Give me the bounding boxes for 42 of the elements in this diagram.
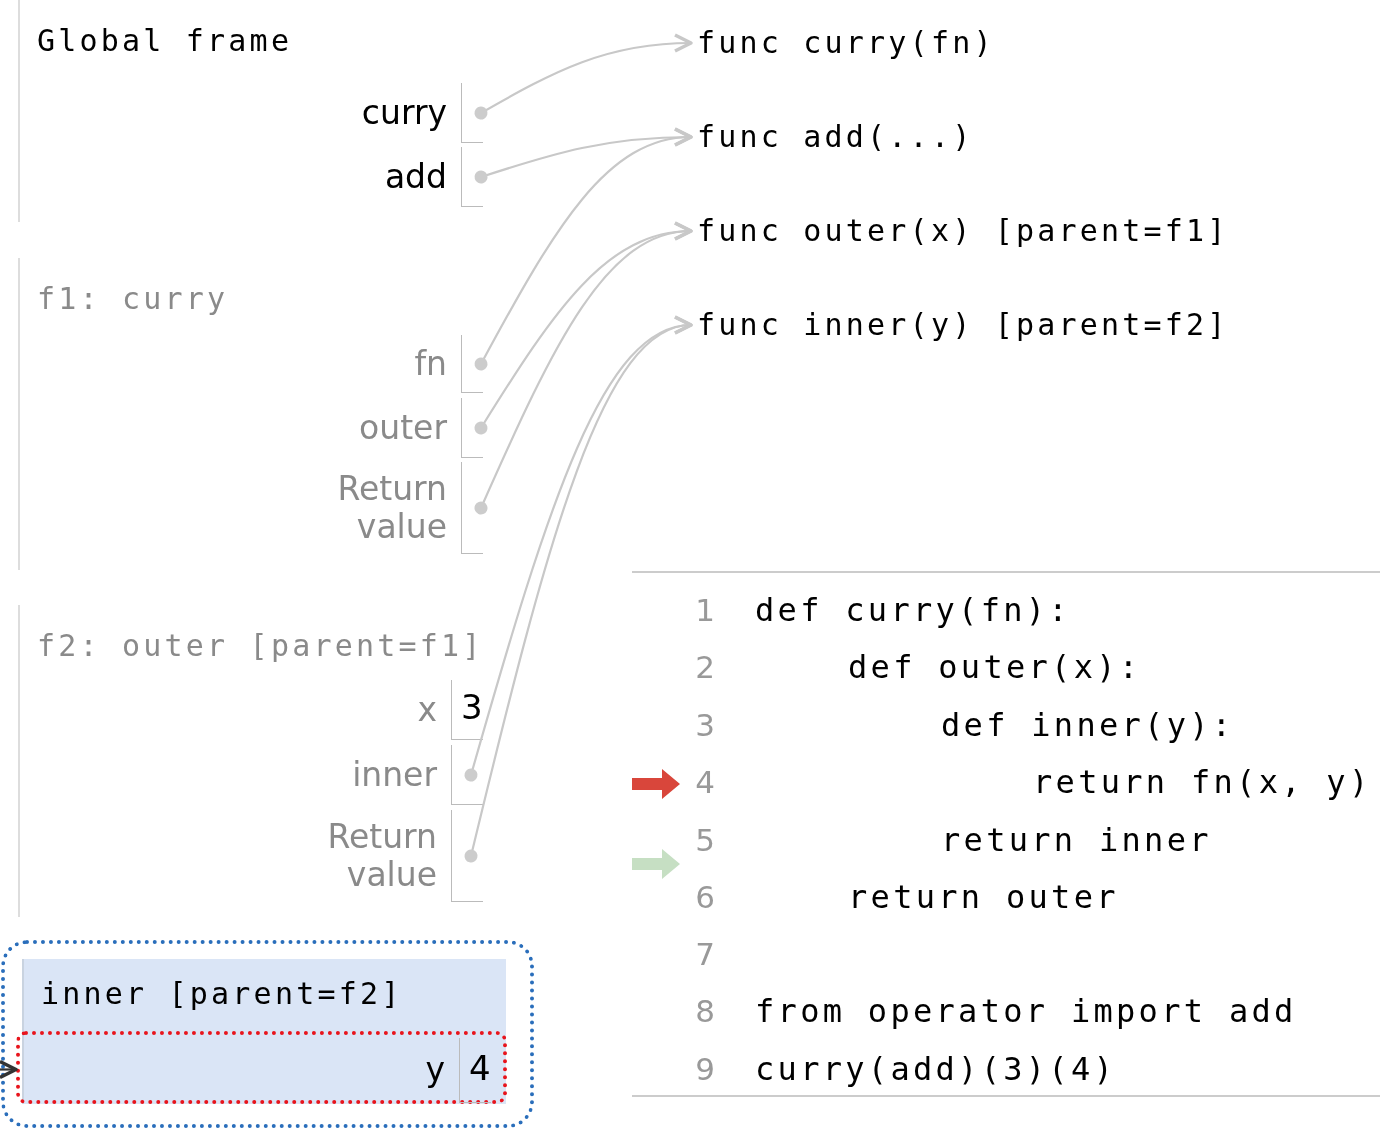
code-line: def outer(x): [848, 647, 1142, 688]
variable-name: add [383, 157, 447, 196]
frame-title: f1: curry [37, 280, 229, 318]
line-number: 1 [694, 591, 716, 630]
slot-value: 4 [469, 1048, 491, 1087]
variable-name: Return value [326, 817, 437, 894]
line-number: 4 [694, 763, 716, 802]
pointer-arrow [474, 223, 693, 515]
pointer-arrow [474, 33, 693, 120]
code-line: return inner [941, 820, 1212, 861]
code-line: def inner(y): [941, 705, 1235, 746]
variable-name: Return value [336, 469, 447, 546]
slot-value: 3 [461, 688, 483, 726]
function-signature: func add(...) [697, 118, 974, 156]
code-line: return outer [848, 877, 1119, 918]
code-line: curry(add)(3)(4) [755, 1049, 1117, 1090]
frame-title: inner [parent=f2] [41, 975, 403, 1013]
variable-name: outer [358, 408, 447, 447]
variable-name: inner [351, 755, 437, 794]
line-number: 6 [694, 878, 716, 917]
variable-name: curry [360, 93, 447, 132]
code-line: from operator import add [755, 991, 1297, 1032]
line-number: 5 [694, 821, 716, 860]
variable-name: x [416, 690, 437, 729]
line-number: 8 [694, 992, 716, 1031]
line-number: 7 [694, 935, 716, 974]
pointer-arrow [474, 128, 693, 371]
line-number: 2 [694, 648, 716, 687]
variable-name: y [424, 1051, 445, 1089]
arrow [0, 1059, 18, 1080]
code-line: def curry(fn): [755, 590, 1071, 631]
line-number: 3 [694, 706, 716, 745]
highlight-outline [1, 940, 534, 1128]
frame-title: Global frame [37, 22, 293, 60]
function-signature: func outer(x) [parent=f1] [697, 212, 1229, 250]
line-number: 9 [694, 1050, 716, 1089]
highlight-outline [16, 1031, 507, 1104]
function-signature: func inner(y) [parent=f2] [697, 306, 1229, 344]
code-line: return fn(x, y) [1033, 762, 1372, 803]
frame-title: f2: outer [parent=f1] [37, 627, 484, 665]
function-signature: func curry(fn) [697, 24, 995, 62]
variable-name: fn [413, 344, 447, 383]
